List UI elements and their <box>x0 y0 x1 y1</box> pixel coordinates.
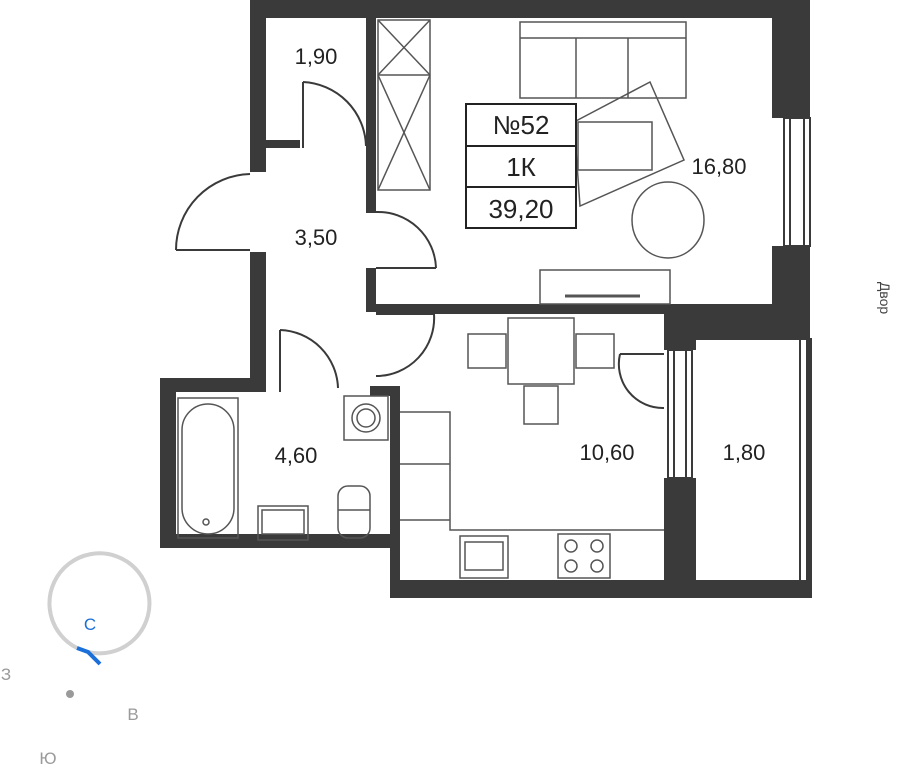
bed-icon <box>573 80 685 208</box>
sink-icon <box>257 505 309 541</box>
apartment-type: 1К <box>506 152 536 182</box>
kitchen-sink-icon <box>459 535 509 579</box>
coffee-table-icon <box>631 181 705 259</box>
furniture <box>177 19 705 579</box>
courtyard-label: Двор <box>877 282 893 315</box>
apartment-total-area: 39,20 <box>488 194 553 224</box>
compass-south: Ю <box>39 749 56 766</box>
dining-table-icon <box>467 317 615 425</box>
wardrobe-icon <box>377 19 431 191</box>
room-area-living: 16,80 <box>691 154 746 179</box>
room-area-bathroom: 4,60 <box>275 443 318 468</box>
room-area-kitchen: 10,60 <box>579 440 634 465</box>
doors <box>175 81 665 410</box>
kitchen-counter-icon <box>400 411 664 531</box>
compass-east: В <box>127 705 138 724</box>
room-area-balcony: 1,80 <box>723 440 766 465</box>
room-area-hall: 3,50 <box>295 225 338 250</box>
sofa-icon <box>519 21 687 99</box>
compass-icon: С В Ю З <box>1 551 152 766</box>
windows <box>667 117 811 598</box>
bathtub-icon <box>177 397 239 539</box>
room-area-storage: 1,90 <box>295 44 338 69</box>
tv-unit-icon <box>539 269 671 305</box>
toilet-icon <box>337 485 371 539</box>
compass-north: С <box>84 615 96 634</box>
stove-icon <box>557 533 611 579</box>
apartment-info-box: №52 1К 39,20 <box>465 103 577 229</box>
apartment-number: №52 <box>493 110 550 140</box>
walls <box>160 0 812 598</box>
washing-machine-icon <box>343 395 389 441</box>
compass-west: З <box>1 665 11 684</box>
